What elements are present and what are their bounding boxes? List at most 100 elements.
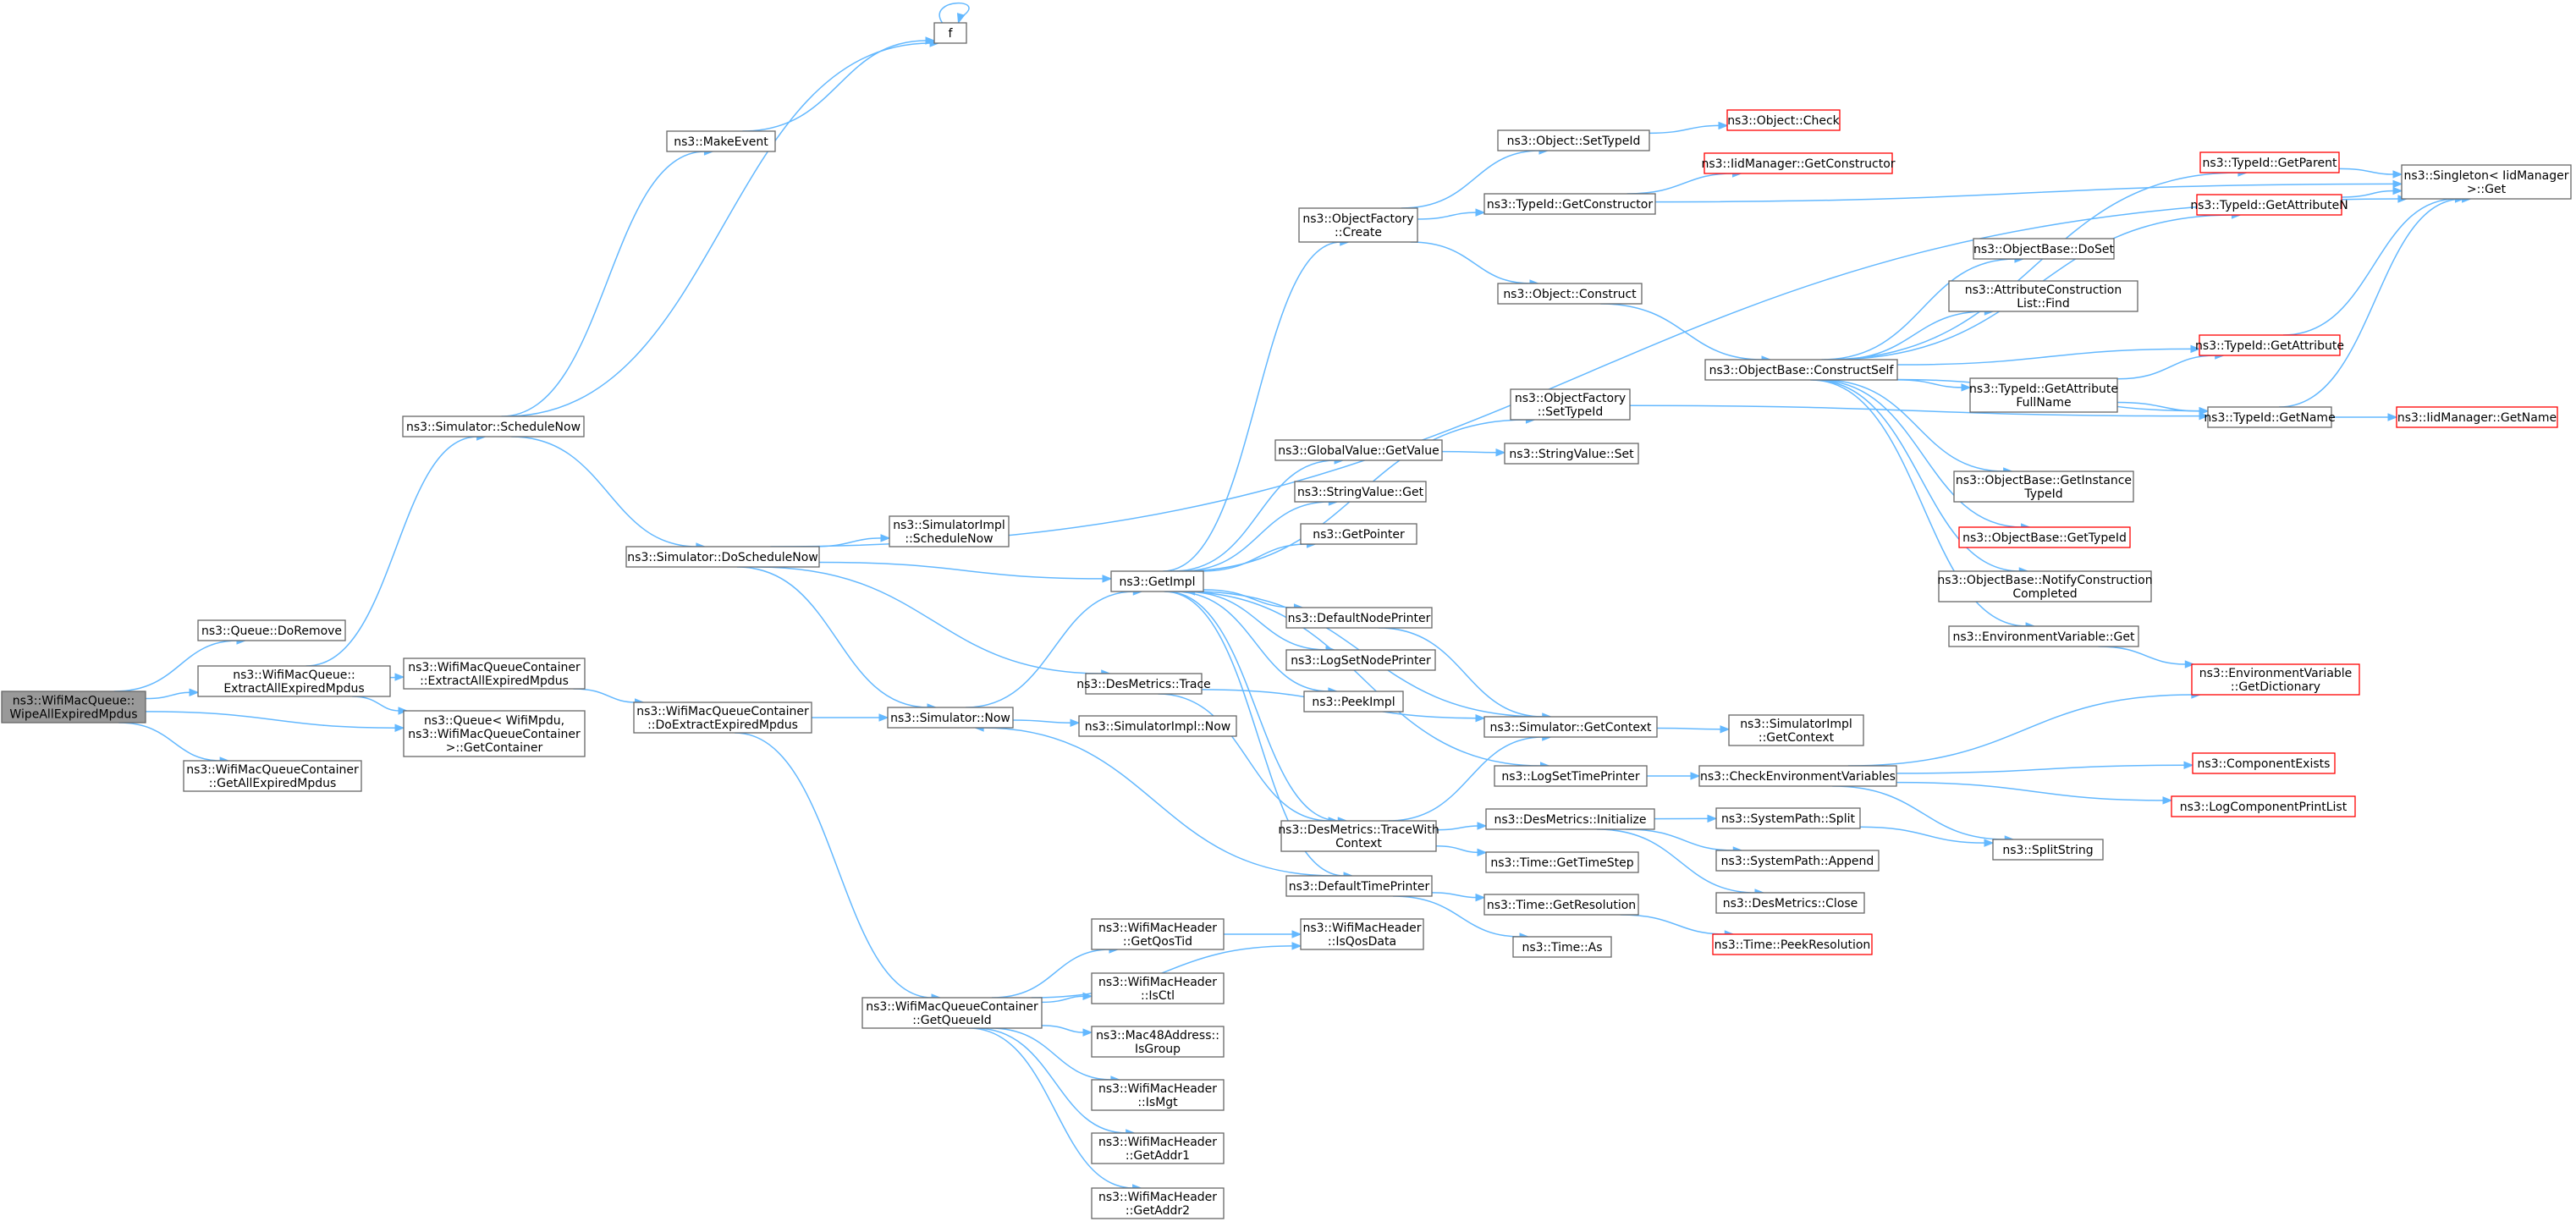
- node-getcontainer[interactable]: ns3::Queue< WifiMpdu,ns3::WifiMacQueueCo…: [403, 710, 586, 757]
- node-label: ns3::IidManager::GetConstructor: [1701, 157, 1895, 171]
- node-tidgetname[interactable]: ns3::TypeId::GetName: [2204, 406, 2336, 428]
- node-tidgetattr[interactable]: ns3::TypeId::GetAttribute: [2195, 334, 2344, 356]
- node-desclose[interactable]: ns3::DesMetrics::Close: [1715, 892, 1865, 914]
- node-getimpl[interactable]: ns3::GetImpl: [1110, 570, 1204, 592]
- edge-line: [305, 436, 478, 667]
- edge-arrowhead: [394, 724, 405, 732]
- node-logsettime[interactable]: ns3::LogSetTimePrinter: [1494, 765, 1648, 787]
- node-box: [1992, 839, 2104, 861]
- node-syspathappend[interactable]: ns3::SystemPath::Append: [1715, 850, 1880, 872]
- node-root[interactable]: ns3::WifiMacQueue::WipeAllExpiredMpdus: [1, 691, 146, 724]
- node-label: ::SetTypeId: [1538, 405, 1604, 419]
- node-doschednow[interactable]: ns3::Simulator::DoScheduleNow: [625, 546, 820, 568]
- node-box: [1483, 193, 1656, 215]
- node-isctl[interactable]: ns3::WifiMacHeader::IsCtl: [1091, 972, 1225, 1004]
- node-label: ns3::WifiMacHeader: [1098, 1191, 1217, 1204]
- node-syspathsplit[interactable]: ns3::SystemPath::Split: [1715, 807, 1861, 829]
- node-objconstruct[interactable]: ns3::Object::Construct: [1497, 283, 1643, 305]
- node-tidgetattrn[interactable]: ns3::TypeId::GetAttributeN: [2190, 194, 2348, 216]
- edge-arrowhead: [2392, 170, 2403, 179]
- node-getallexpired[interactable]: ns3::WifiMacQueueContainer::GetAllExpire…: [183, 760, 362, 792]
- node-getaddr1[interactable]: ns3::WifiMacHeader::GetAddr1: [1091, 1132, 1225, 1164]
- node-objsettypeid[interactable]: ns3::Object::SetTypeId: [1497, 129, 1650, 151]
- node-makeevent[interactable]: ns3::MakeEvent: [666, 130, 776, 152]
- node-getqostid[interactable]: ns3::WifiMacHeader::GetQosTid: [1091, 918, 1225, 950]
- edge-line: [1627, 173, 1734, 195]
- edge-arrowhead: [1477, 848, 1488, 857]
- node-getresolution[interactable]: ns3::Time::GetResolution: [1483, 894, 1639, 916]
- node-getpointer[interactable]: ns3::GetPointer: [1300, 523, 1417, 545]
- node-splitstring[interactable]: ns3::SplitString: [1992, 839, 2104, 861]
- edge-line: [2098, 646, 2187, 665]
- node-wmqcextract[interactable]: ns3::WifiMacQueueContainer::ExtractAllEx…: [403, 658, 586, 690]
- edge-root-to-getcontainer: [145, 711, 405, 732]
- node-ismgt[interactable]: ns3::WifiMacHeader::IsMgt: [1091, 1079, 1225, 1111]
- node-desinit[interactable]: ns3::DesMetrics::Initialize: [1485, 808, 1655, 830]
- node-obgettid[interactable]: ns3::ObjectBase::GetTypeId: [1958, 526, 2131, 548]
- node-simimplgetctx[interactable]: ns3::SimulatorImpl::GetContext: [1728, 714, 1864, 746]
- node-destrace[interactable]: ns3::DesMetrics::Trace: [1076, 673, 1211, 695]
- node-qdoremove[interactable]: ns3::Queue::DoRemove: [197, 619, 346, 641]
- node-logsetnode[interactable]: ns3::LogSetNodePrinter: [1285, 649, 1436, 671]
- node-label: ns3::WifiMacQueueContainer: [186, 763, 359, 777]
- node-ofcreate[interactable]: ns3::ObjectFactory::Create: [1298, 207, 1418, 243]
- node-deftimeprinter[interactable]: ns3::DefaultTimePrinter: [1285, 875, 1433, 897]
- node-label: ns3::ObjectFactory: [1515, 392, 1626, 405]
- node-tidgetctor[interactable]: ns3::TypeId::GetConstructor: [1483, 193, 1656, 215]
- node-checkenv[interactable]: ns3::CheckEnvironmentVariables: [1698, 765, 1897, 787]
- node-box: [1497, 129, 1650, 151]
- node-notifycc[interactable]: ns3::ObjectBase::NotifyConstructionCompl…: [1937, 570, 2153, 602]
- node-simimplsched[interactable]: ns3::SimulatorImpl::ScheduleNow: [889, 515, 1010, 547]
- node-iidgetctor[interactable]: ns3::IidManager::GetConstructor: [1701, 152, 1896, 174]
- node-svget[interactable]: ns3::StringValue::Get: [1294, 481, 1427, 503]
- node-schednow[interactable]: ns3::Simulator::ScheduleNow: [402, 415, 585, 437]
- node-gettimestep[interactable]: ns3::Time::GetTimeStep: [1485, 851, 1639, 873]
- node-simimplnow[interactable]: ns3::SimulatorImpl::Now: [1078, 715, 1237, 737]
- node-doextract[interactable]: ns3::WifiMacQueueContainer::DoExtractExp…: [633, 702, 812, 734]
- edge-arrowhead: [1102, 575, 1113, 583]
- edge-ofcreate-to-tidgetctor: [1417, 208, 1486, 220]
- node-getaddr2[interactable]: ns3::WifiMacHeader::GetAddr2: [1091, 1187, 1225, 1219]
- node-defnodeprinter[interactable]: ns3::DefaultNodePrinter: [1285, 607, 1433, 629]
- edge-line: [1200, 543, 1308, 572]
- node-isqosdata[interactable]: ns3::WifiMacHeader::IsQosData: [1300, 918, 1424, 950]
- node-wmqextract[interactable]: ns3::WifiMacQueue::ExtractAllExpiredMpdu…: [197, 665, 391, 697]
- node-logcompprint[interactable]: ns3::LogComponentPrintList: [2171, 795, 2356, 817]
- node-getqueueid[interactable]: ns3::WifiMacQueueContainer::GetQueueId: [861, 997, 1043, 1029]
- node-box: [1726, 109, 1841, 131]
- node-gvget[interactable]: ns3::GlobalValue::GetValue: [1274, 439, 1443, 461]
- edge-schednow-to-makeevent: [501, 147, 714, 417]
- node-objcheck[interactable]: ns3::Object::Check: [1726, 109, 1841, 131]
- edge-desinit-to-syspathsplit: [1654, 814, 1718, 823]
- node-box: [183, 760, 362, 792]
- node-simnow[interactable]: ns3::Simulator::Now: [887, 707, 1014, 729]
- node-iidgetname[interactable]: ns3::IidManager::GetName: [2396, 406, 2558, 428]
- node-box: [1294, 481, 1427, 503]
- node-tidgetparent[interactable]: ns3::TypeId::GetParent: [2199, 151, 2340, 173]
- node-timeas[interactable]: ns3::Time::As: [1512, 936, 1612, 958]
- node-svset[interactable]: ns3::StringValue::Set: [1504, 443, 1639, 465]
- node-f[interactable]: f: [933, 22, 967, 44]
- node-envget[interactable]: ns3::EnvironmentVariable::Get: [1948, 625, 2139, 647]
- node-simgetctx[interactable]: ns3::Simulator::GetContext: [1483, 716, 1658, 738]
- node-ofsettypeid[interactable]: ns3::ObjectFactory::SetTypeId: [1510, 388, 1631, 421]
- node-label: ::GetDictionary: [2231, 680, 2320, 694]
- node-peekimpl[interactable]: ns3::PeekImpl: [1303, 691, 1404, 713]
- node-box: [1285, 875, 1433, 897]
- node-singletonget[interactable]: ns3::Singleton< IidManager>::Get: [2401, 164, 2572, 200]
- node-isgroup[interactable]: ns3::Mac48Address::IsGroup: [1091, 1026, 1225, 1058]
- node-envgetdict[interactable]: ns3::EnvironmentVariable::GetDictionary: [2191, 663, 2360, 696]
- node-obdoset[interactable]: ns3::ObjectBase::DoSet: [1973, 238, 2115, 260]
- node-label: ns3::CheckEnvironmentVariables: [1700, 770, 1896, 784]
- edge-arrowhead: [2392, 186, 2403, 195]
- node-compexists[interactable]: ns3::ComponentExists: [2192, 752, 2336, 774]
- node-label: ns3::StringValue::Set: [1509, 448, 1634, 461]
- edge-root-to-getallexpired: [118, 722, 230, 765]
- node-peekres[interactable]: ns3::Time::PeekResolution: [1712, 933, 1873, 955]
- node-box: [1078, 715, 1237, 737]
- node-constructself[interactable]: ns3::ObjectBase::ConstructSelf: [1704, 359, 1898, 381]
